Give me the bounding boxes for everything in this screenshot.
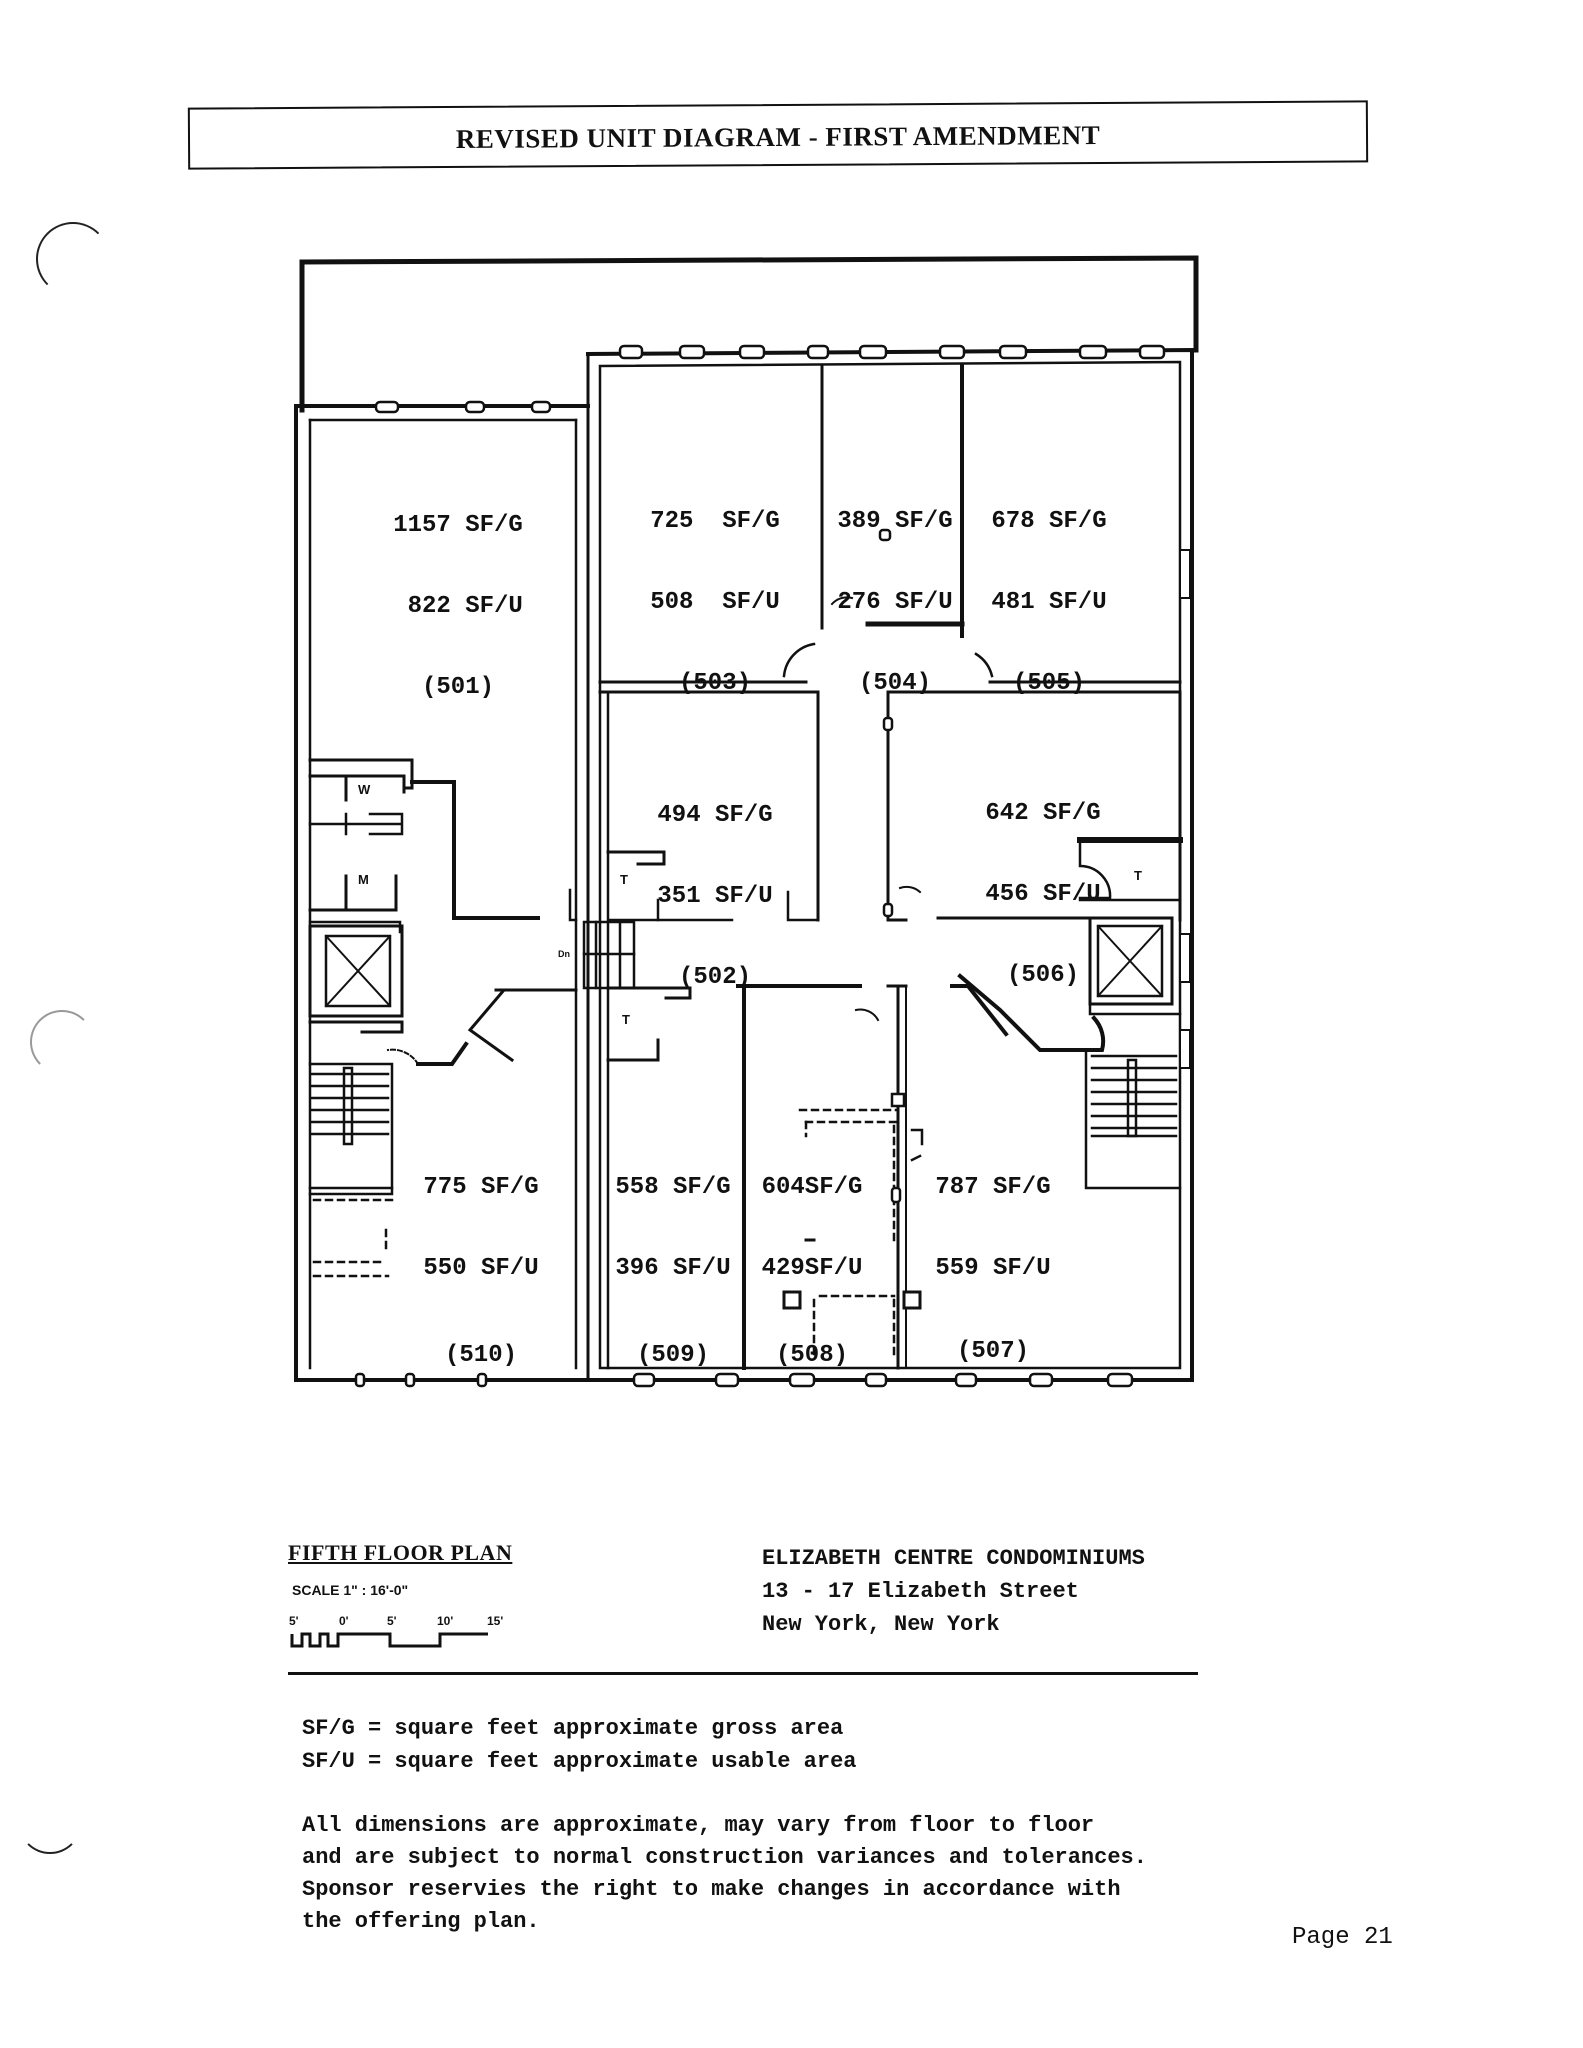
unit-gross-area: 775 SF/G <box>423 1174 539 1201</box>
scale-tick: 5' <box>387 1614 397 1628</box>
punch-hole-mark <box>18 1790 82 1854</box>
unit-usable-area: 456 SF/U <box>985 881 1101 908</box>
unit-gross-area: 1157 SF/G <box>393 512 523 539</box>
unit-gross-area: 604SF/G <box>761 1174 863 1201</box>
unit-usable-area: 429SF/U <box>761 1255 863 1282</box>
unit-number: (508) <box>775 1342 848 1369</box>
unit-number: (505) <box>1012 670 1085 697</box>
unit-usable-area: 276 SF/U <box>837 589 953 616</box>
unit-usable-area: 481 SF/U <box>991 589 1107 616</box>
unit-usable-area: 508 SF/U <box>650 589 780 616</box>
scale-tick: 5' <box>289 1614 299 1628</box>
disclaimer-line: the offering plan. <box>302 1909 540 1934</box>
unit-503-label: 725 SF/G 508 SF/U (503) <box>640 454 790 724</box>
punch-hole-mark <box>30 1010 94 1074</box>
unit-gross-area: 725 SF/G <box>650 508 780 535</box>
mens-restroom-mark: M <box>358 872 369 887</box>
unit-gross-area: 642 SF/G <box>985 800 1101 827</box>
disclaimer-line: and are subject to normal construction v… <box>302 1845 1147 1870</box>
project-address: ELIZABETH CENTRE CONDOMINIUMS 13 - 17 El… <box>762 1542 1145 1641</box>
stair-direction-mark: Dn <box>558 949 570 959</box>
disclaimer: All dimensions are approximate, may vary… <box>302 1810 1147 1938</box>
legend-gross: SF/G = square feet approximate gross are… <box>302 1716 844 1741</box>
toilet-mark: T <box>1134 868 1142 883</box>
unit-number: (507) <box>956 1338 1029 1365</box>
unit-505-label: 678 SF/G 481 SF/U (505) <box>984 454 1114 724</box>
scale-tick: 15' <box>487 1614 504 1628</box>
unit-gross-area: 558 SF/G <box>615 1174 731 1201</box>
unit-508-label: 604SF/G 429SF/U (508) <box>752 1120 872 1396</box>
unit-usable-area: 822 SF/U <box>393 593 523 620</box>
unit-number: (506) <box>1006 962 1079 989</box>
unit-usable-area: 550 SF/U <box>423 1255 539 1282</box>
unit-gross-area: 787 SF/G <box>935 1174 1051 1201</box>
disclaimer-line: Sponsor reservies the right to make chan… <box>302 1877 1121 1902</box>
page-number: Page 21 <box>1292 1924 1393 1951</box>
unit-number: (501) <box>421 674 494 701</box>
scale-tick: 10' <box>437 1614 454 1628</box>
toilet-mark: T <box>620 872 628 887</box>
unit-504-label: 389 SF/G 276 SF/U (504) <box>830 454 960 724</box>
unit-502-label: 494 SF/G 351 SF/U (502) <box>650 748 780 1018</box>
unit-usable-area: 351 SF/U <box>657 883 773 910</box>
unit-number: (509) <box>636 1342 709 1369</box>
scale-tick: 0' <box>339 1614 349 1628</box>
unit-507-label: 787 SF/G 559 SF/U (507) <box>928 1120 1058 1392</box>
unit-number: (510) <box>444 1342 517 1369</box>
disclaimer-line: All dimensions are approximate, may vary… <box>302 1813 1095 1838</box>
unit-number: (503) <box>678 670 751 697</box>
unit-number: (502) <box>678 964 751 991</box>
unit-gross-area: 494 SF/G <box>657 802 773 829</box>
unit-510-label: 775 SF/G 550 SF/U (510) <box>416 1120 546 1396</box>
project-name: ELIZABETH CENTRE CONDOMINIUMS <box>762 1546 1145 1571</box>
womens-restroom-mark: W <box>358 782 371 797</box>
unit-gross-area: 389 SF/G <box>837 508 953 535</box>
unit-gross-area: 678 SF/G <box>991 508 1107 535</box>
unit-509-label: 558 SF/G 396 SF/U (509) <box>608 1120 738 1396</box>
toilet-mark: T <box>622 1012 630 1027</box>
street-address: 13 - 17 Elizabeth Street <box>762 1579 1079 1604</box>
scale-bar <box>290 1632 488 1648</box>
unit-usable-area: 559 SF/U <box>935 1255 1051 1282</box>
fifth-floor-plan-drawing: W M T T T Dn <box>294 255 1199 1388</box>
scale-ratio: SCALE 1" : 16'-0" <box>292 1582 409 1598</box>
divider-rule <box>288 1672 1198 1675</box>
plan-caption: FIFTH FLOOR PLAN <box>288 1540 513 1565</box>
unit-501-label: 1157 SF/G 822 SF/U (501) <box>378 458 538 728</box>
punch-hole-mark <box>36 222 110 296</box>
unit-506-label: 642 SF/G 456 SF/U (506) <box>978 746 1108 1016</box>
unit-number: (504) <box>858 670 931 697</box>
legend-usable: SF/U = square feet approximate usable ar… <box>302 1749 857 1774</box>
city-state: New York, New York <box>762 1612 1000 1637</box>
unit-usable-area: 396 SF/U <box>615 1255 731 1282</box>
area-legend: SF/G = square feet approximate gross are… <box>302 1712 857 1778</box>
